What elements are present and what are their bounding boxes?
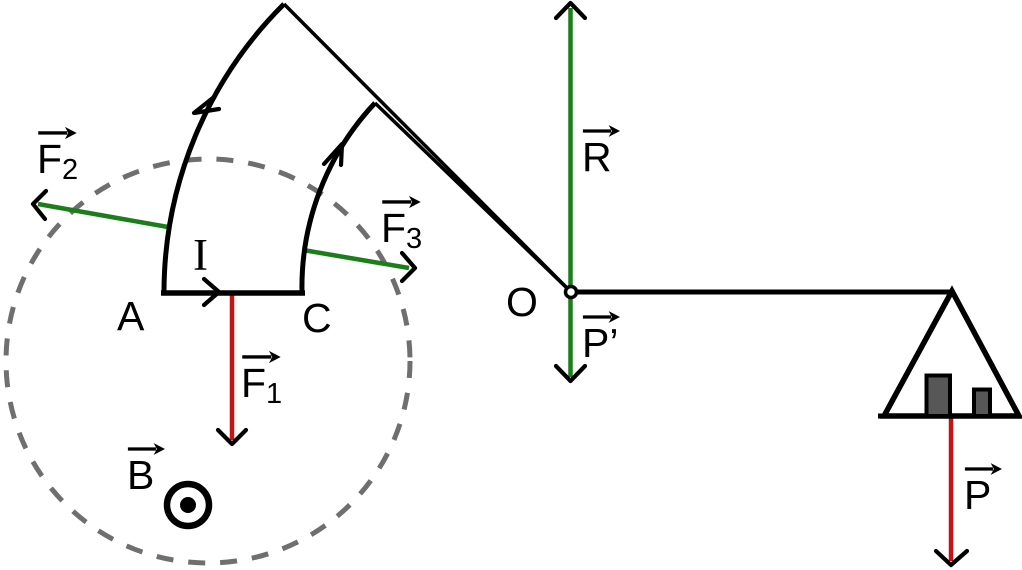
inner-arc-wire bbox=[299, 101, 377, 294]
arrowhead-Pprime-down bbox=[553, 363, 588, 384]
label-B: B bbox=[127, 441, 165, 498]
label-F3-text: F3 bbox=[381, 205, 423, 255]
weight-block-large bbox=[924, 373, 952, 418]
arrowhead-current-inner-arc bbox=[321, 141, 345, 168]
vector-bar-arrow-icon bbox=[127, 443, 165, 455]
label-P: P bbox=[964, 461, 1002, 518]
label-P-text: P bbox=[964, 472, 992, 518]
label-A: A bbox=[117, 293, 145, 339]
label-F3: F3 bbox=[381, 194, 423, 255]
pivot-circle-O bbox=[563, 284, 579, 300]
vector-bar-arrow-icon bbox=[38, 126, 77, 140]
dashed-circle bbox=[3, 156, 413, 566]
label-F1: F1 bbox=[241, 349, 283, 410]
label-C: C bbox=[302, 295, 332, 341]
label-current-I: I bbox=[193, 230, 208, 280]
vector-bar-arrow-icon bbox=[382, 195, 421, 209]
suspension-wire-inner bbox=[373, 101, 573, 294]
vector-bar-arrow-icon bbox=[242, 350, 281, 364]
label-F2-text: F2 bbox=[37, 136, 79, 186]
label-R: R bbox=[582, 123, 620, 180]
red-vector-shafts bbox=[229, 291, 954, 561]
field-region-dashed-circle bbox=[3, 156, 413, 566]
label-B-text: B bbox=[127, 452, 155, 498]
label-P-prime-text: P’ bbox=[582, 320, 619, 366]
pan-weights bbox=[924, 373, 992, 418]
green-vector-shafts bbox=[37, 8, 573, 377]
outer-arc-wire bbox=[161, 2, 286, 294]
weight-block-small bbox=[972, 387, 992, 418]
field-symbol-dot bbox=[180, 497, 196, 513]
label-R-text: R bbox=[582, 134, 612, 180]
label-F2: F2 bbox=[37, 125, 79, 186]
label-O: O bbox=[506, 279, 538, 325]
arrowhead-F2-left bbox=[30, 188, 49, 222]
arrowhead-F1-down bbox=[215, 427, 249, 447]
force-F2-shaft bbox=[37, 201, 169, 230]
label-P-prime: P’ bbox=[582, 309, 620, 366]
arrowhead-current-I bbox=[201, 276, 222, 308]
field-out-of-page-symbol bbox=[163, 480, 213, 530]
vector-bar-arrow-icon bbox=[964, 463, 1002, 475]
arrowheads bbox=[30, 0, 970, 568]
force-F3-shaft bbox=[302, 247, 410, 271]
arrowhead-current-outer-arc bbox=[191, 94, 222, 116]
vector-bar-arrow-icon bbox=[582, 311, 620, 323]
vector-bar-arrow-icon bbox=[582, 125, 620, 137]
label-F1-text: F1 bbox=[241, 360, 283, 410]
arrowhead-P-down bbox=[933, 548, 970, 568]
arrowhead-F3-right bbox=[399, 250, 418, 284]
arrowhead-R-up bbox=[553, 0, 588, 21]
